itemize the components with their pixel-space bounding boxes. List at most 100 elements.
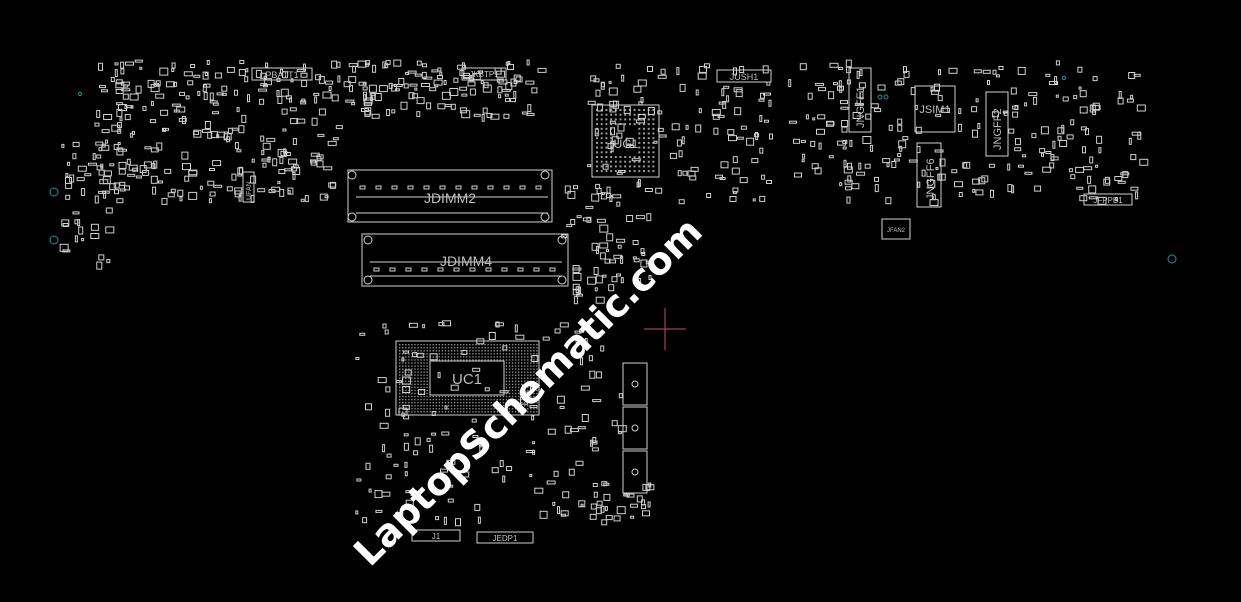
bga-ball — [511, 380, 514, 382]
smd-part — [471, 418, 477, 423]
battery-connector[interactable]: PBATT1 — [251, 67, 313, 81]
smd-part — [231, 173, 237, 181]
smd-part — [1039, 148, 1046, 154]
m2-slot-6[interactable]: JNGFF6 — [916, 142, 942, 208]
smd-part — [61, 219, 70, 227]
edp-connector[interactable]: JEDP1 — [476, 531, 534, 544]
bga-ball — [536, 380, 538, 382]
smd-part — [593, 267, 599, 275]
smd-part — [416, 60, 422, 66]
smd-part — [386, 453, 392, 458]
m2-slot-1[interactable]: JNGFF1 — [848, 67, 872, 133]
smd-part — [706, 193, 712, 198]
smd-part — [263, 75, 267, 80]
smd-part — [150, 175, 158, 184]
smd-part — [431, 411, 436, 416]
smd-part — [120, 61, 125, 69]
bga-ball — [511, 350, 514, 352]
smd-part — [529, 405, 538, 409]
cpu-chip[interactable]: UC1 — [395, 340, 540, 416]
bga-ball — [610, 156, 613, 158]
bga-ball — [417, 383, 419, 386]
smd-part — [862, 136, 872, 144]
smd-part — [182, 163, 191, 171]
smd-part — [288, 158, 298, 165]
smd-part — [746, 137, 755, 146]
smd-part — [221, 92, 227, 96]
bga-ball — [527, 365, 529, 367]
bga-ball — [420, 401, 422, 404]
fan-connector[interactable]: UFAN — [242, 171, 255, 203]
bga-ball — [417, 380, 419, 382]
dimm-pin — [455, 185, 462, 190]
dimm-slot-4[interactable]: JDIMM4 — [361, 233, 569, 287]
bga-ball — [441, 344, 444, 346]
smd-part — [483, 82, 489, 89]
smd-part — [514, 324, 518, 333]
smd-part — [1050, 156, 1059, 161]
bga-ball — [469, 398, 471, 401]
smd-part — [718, 101, 725, 105]
bga-ball — [527, 411, 529, 413]
smd-part — [1120, 172, 1130, 176]
smd-part — [712, 113, 720, 120]
bga-ball — [508, 353, 511, 355]
smd-part — [886, 162, 890, 168]
bga-ball — [447, 408, 450, 410]
bga-ball — [647, 160, 650, 163]
smd-part — [842, 139, 848, 144]
bga-ball — [490, 359, 492, 361]
smd-part — [99, 85, 106, 89]
bga-ball — [524, 350, 526, 352]
bga-ball — [444, 398, 447, 401]
smd-part — [669, 152, 677, 159]
bga-ball — [441, 395, 444, 398]
bga-ball — [441, 411, 444, 413]
smd-part — [337, 75, 341, 83]
smd-part — [439, 71, 443, 76]
smd-part — [632, 240, 639, 245]
smd-part — [422, 63, 427, 68]
bga-ball — [429, 411, 431, 413]
small-connector[interactable]: J1 — [411, 529, 461, 542]
bga-ball — [402, 374, 404, 376]
bga-ball — [426, 392, 428, 395]
bga-ball — [638, 170, 641, 173]
bga-ball — [408, 398, 410, 401]
bga-ball — [469, 350, 471, 352]
gpu-chip[interactable]: UG1 — [591, 104, 660, 178]
fingerprint-connector[interactable]: JFPPB1 — [1083, 193, 1133, 206]
smd-part — [356, 478, 362, 482]
bga-ball — [511, 365, 514, 367]
bga-ball — [411, 365, 413, 367]
smd-part — [98, 169, 105, 176]
smd-part — [679, 83, 686, 92]
bga-ball — [414, 401, 416, 404]
smd-part — [313, 92, 320, 96]
keyboard-connector[interactable]: JKBTP1 — [461, 67, 507, 81]
smd-part — [450, 103, 456, 110]
smd-part — [532, 441, 536, 445]
bga-ball — [444, 359, 447, 361]
smd-part — [156, 142, 163, 151]
smd-part — [766, 180, 772, 184]
bga-ball — [447, 344, 450, 346]
bga-ball — [414, 389, 416, 392]
m2-slot-2[interactable]: JNGFF2 — [985, 91, 1009, 157]
smd-part — [378, 85, 388, 93]
smd-part — [591, 242, 599, 251]
dimm-slot-2[interactable]: JDIMM2 — [347, 169, 553, 223]
smd-part — [239, 60, 245, 64]
smd-part — [609, 100, 618, 107]
smd-part — [608, 87, 618, 96]
bga-ball — [521, 411, 523, 413]
bga-ball — [405, 356, 407, 358]
bga-ball — [408, 356, 410, 358]
bga-ball — [402, 362, 404, 364]
bga-ball — [423, 350, 425, 352]
battery-connector-label: PBATT1 — [265, 70, 298, 80]
bga-ball — [420, 362, 422, 364]
fan2-connector[interactable]: JFAN2 — [881, 218, 911, 240]
bga-ball — [432, 395, 434, 398]
smd-part — [592, 399, 602, 403]
